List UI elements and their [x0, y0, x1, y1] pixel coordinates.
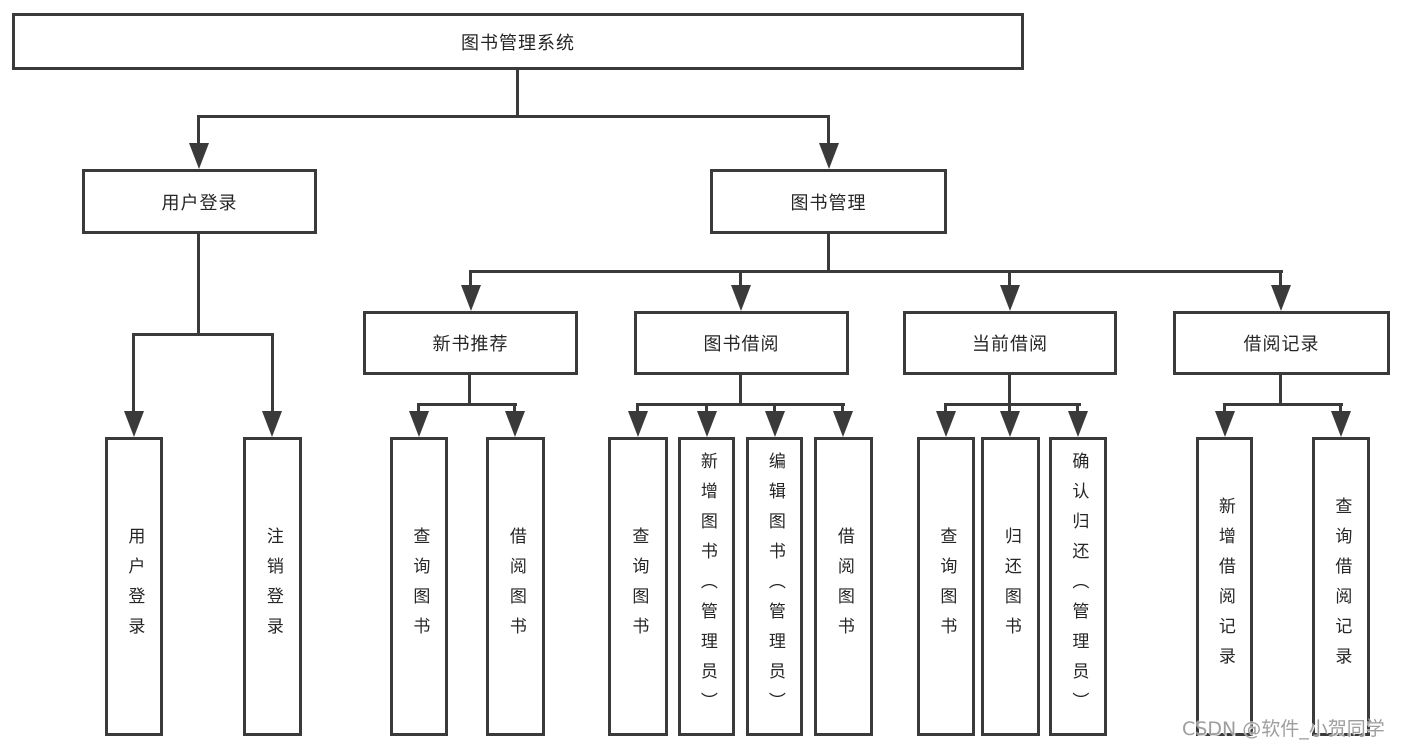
- leaf-query-books-borrow-label: 查询图书: [628, 526, 649, 647]
- connector-line: [636, 403, 845, 406]
- node-root-label: 图书管理系统: [461, 32, 575, 54]
- connector-line: [1008, 375, 1011, 406]
- connector-line: [1008, 270, 1011, 288]
- arrowhead-down-icon: [936, 411, 956, 437]
- leaf-query-books-borrow: 查询图书: [608, 437, 668, 736]
- leaf-add-borrow-record: 新增借阅记录: [1196, 437, 1253, 736]
- node-borrow-records-label: 借阅记录: [1243, 334, 1320, 355]
- arrowhead-down-icon: [819, 143, 839, 169]
- arrowhead-down-icon: [731, 285, 751, 311]
- arrowhead-down-icon: [461, 285, 481, 311]
- leaf-confirm-return-admin: 确认归还（管理员）: [1049, 437, 1107, 736]
- node-current-borrow: 当前借阅: [903, 311, 1117, 375]
- node-book-borrow: 图书借阅: [634, 311, 849, 375]
- node-user-login: 用户登录: [82, 169, 317, 234]
- connector-line: [468, 375, 471, 406]
- leaf-user-login: 用户登录: [105, 437, 163, 736]
- arrowhead-down-icon: [765, 411, 785, 437]
- connector-line: [1223, 403, 1343, 406]
- connector-line: [827, 234, 830, 273]
- leaf-query-books-current: 查询图书: [917, 437, 975, 736]
- connector-line: [1223, 403, 1226, 415]
- leaf-logout: 注销登录: [243, 437, 302, 736]
- leaf-query-books-current-label: 查询图书: [936, 526, 957, 647]
- leaf-user-login-label: 用户登录: [124, 526, 145, 647]
- arrowhead-down-icon: [409, 411, 429, 437]
- node-book-management: 图书管理: [710, 169, 947, 234]
- leaf-logout-label: 注销登录: [262, 526, 283, 647]
- connector-line: [739, 375, 742, 406]
- node-root: 图书管理系统: [12, 13, 1024, 70]
- node-book-borrow-label: 图书借阅: [703, 334, 780, 355]
- leaf-query-borrow-record-label: 查询借阅记录: [1331, 496, 1352, 677]
- arrowhead-down-icon: [697, 411, 717, 437]
- connector-line: [271, 333, 274, 413]
- connector-line: [944, 403, 947, 415]
- connector-line: [705, 403, 708, 415]
- leaf-add-books-admin: 新增图书（管理员）: [678, 437, 735, 736]
- connector-line: [417, 403, 420, 415]
- node-borrow-records: 借阅记录: [1173, 311, 1390, 375]
- leaf-query-borrow-record: 查询借阅记录: [1312, 437, 1370, 736]
- leaf-return-books: 归还图书: [981, 437, 1040, 736]
- arrowhead-down-icon: [1271, 285, 1291, 311]
- leaf-edit-books-admin: 编辑图书（管理员）: [746, 437, 803, 736]
- connector-line: [841, 403, 844, 415]
- arrowhead-down-icon: [1068, 411, 1088, 437]
- connector-line: [1279, 375, 1282, 406]
- csdn-watermark: CSDN @软件_小贺同学: [1182, 718, 1385, 740]
- leaf-add-borrow-record-label: 新增借阅记录: [1214, 496, 1235, 677]
- connector-line: [1339, 403, 1342, 415]
- arrowhead-down-icon: [1331, 411, 1351, 437]
- arrowhead-down-icon: [505, 411, 525, 437]
- arrowhead-down-icon: [628, 411, 648, 437]
- leaf-query-books-recommend: 查询图书: [390, 437, 448, 736]
- connector-line: [1279, 270, 1282, 288]
- leaf-edit-books-admin-label: 编辑图书（管理员）: [764, 451, 785, 722]
- connector-line: [469, 270, 1283, 273]
- arrowhead-down-icon: [124, 411, 144, 437]
- connector-line: [197, 115, 830, 118]
- node-book-management-label: 图书管理: [790, 192, 867, 214]
- connector-line: [1008, 403, 1011, 415]
- leaf-add-books-admin-label: 新增图书（管理员）: [696, 451, 717, 722]
- connector-line: [132, 333, 274, 336]
- node-new-book-recommend-label: 新书推荐: [432, 334, 509, 355]
- arrowhead-down-icon: [833, 411, 853, 437]
- arrowhead-down-icon: [1215, 411, 1235, 437]
- connector-line: [513, 403, 516, 415]
- connector-line: [469, 270, 472, 288]
- node-new-book-recommend: 新书推荐: [363, 311, 578, 375]
- arrowhead-down-icon: [1000, 411, 1020, 437]
- connector-line: [636, 403, 639, 415]
- connector-line: [197, 115, 200, 145]
- leaf-return-books-label: 归还图书: [1000, 526, 1021, 647]
- connector-line: [197, 234, 200, 336]
- connector-line: [827, 115, 830, 145]
- leaf-borrow-books: 借阅图书: [814, 437, 873, 736]
- leaf-borrow-books-label: 借阅图书: [833, 526, 854, 647]
- connector-line: [944, 403, 1081, 406]
- connector-line: [132, 333, 135, 413]
- connector-line: [1076, 403, 1079, 415]
- leaf-borrow-books-recommend-label: 借阅图书: [505, 526, 526, 647]
- connector-line: [516, 69, 519, 118]
- node-user-login-label: 用户登录: [161, 192, 238, 214]
- leaf-borrow-books-recommend: 借阅图书: [486, 437, 545, 736]
- connector-line: [773, 403, 776, 415]
- connector-line: [739, 270, 742, 288]
- arrowhead-down-icon: [262, 411, 282, 437]
- leaf-query-books-recommend-label: 查询图书: [409, 526, 430, 647]
- node-current-borrow-label: 当前借阅: [972, 334, 1048, 355]
- arrowhead-down-icon: [1000, 285, 1020, 311]
- arrowhead-down-icon: [189, 143, 209, 169]
- leaf-confirm-return-admin-label: 确认归还（管理员）: [1068, 451, 1089, 722]
- connector-line: [417, 403, 517, 406]
